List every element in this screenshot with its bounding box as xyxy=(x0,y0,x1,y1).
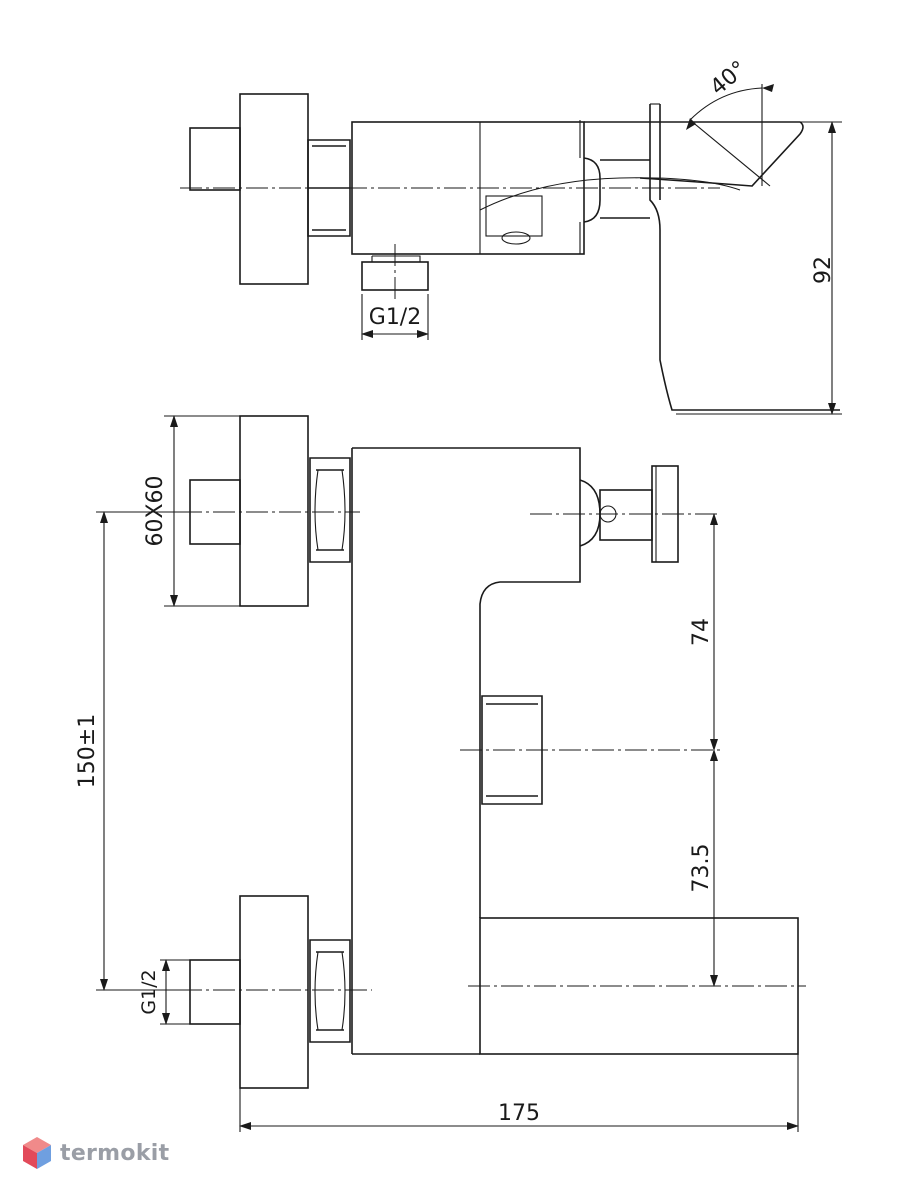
mixer-body xyxy=(351,447,581,1055)
hexagon-cube-icon xyxy=(23,1137,51,1169)
lower-pipe-stub xyxy=(189,959,241,1025)
dim-60x60: 60X60 xyxy=(143,475,168,546)
top-view xyxy=(180,84,842,415)
top-spout xyxy=(584,121,804,187)
dim-73-5: 73.5 xyxy=(689,844,714,893)
dim-150: 150±1 xyxy=(75,714,100,788)
top-pipe-stub xyxy=(189,127,241,191)
upper-nut xyxy=(309,457,351,563)
dim-g12-top: G1/2 xyxy=(369,305,421,330)
dim-g12-bottom: G1/2 xyxy=(138,969,160,1014)
outlet-nut xyxy=(481,695,543,805)
front-view xyxy=(96,415,806,1132)
top-lever-socket xyxy=(583,157,601,223)
top-flange xyxy=(239,93,309,285)
dim-175: 175 xyxy=(498,1101,540,1126)
top-lever xyxy=(649,104,840,411)
handle-stem xyxy=(599,489,653,541)
dim-angle: 40° xyxy=(706,56,752,100)
brand-logo: termokit xyxy=(22,1136,169,1170)
brand-name: termokit xyxy=(60,1140,170,1166)
upper-flange xyxy=(239,415,309,607)
lower-flange xyxy=(239,895,309,1089)
top-nut xyxy=(307,139,351,237)
dim-74: 74 xyxy=(689,618,714,646)
lower-nut xyxy=(309,939,351,1043)
dim-92: 92 xyxy=(811,256,836,284)
